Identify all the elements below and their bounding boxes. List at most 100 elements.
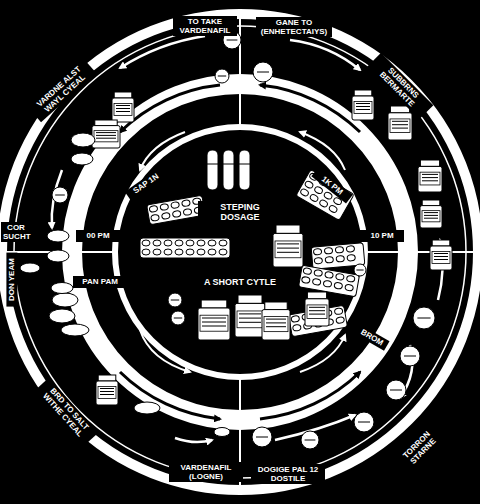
pill-bottle	[262, 302, 290, 340]
blister-pack	[140, 238, 230, 258]
blister-cell	[183, 208, 192, 215]
blister-cell	[345, 284, 354, 291]
diagram-label: A SHORT CYTLE	[198, 276, 282, 288]
blister-cell	[175, 240, 183, 246]
bottle-label	[98, 386, 116, 398]
bottle-cap	[276, 225, 300, 233]
label-line	[202, 322, 226, 323]
tablet	[215, 69, 229, 83]
tablet	[301, 431, 319, 449]
label-line	[266, 319, 286, 320]
blister-cell	[346, 246, 354, 253]
blister-cell	[197, 240, 205, 246]
tablet	[354, 264, 366, 276]
label-line	[96, 135, 116, 136]
label-line	[239, 313, 261, 314]
blister-cell	[336, 255, 344, 262]
tablet-score	[356, 270, 363, 271]
bottle-label	[264, 316, 288, 331]
label-line	[392, 128, 408, 129]
tablet	[71, 133, 95, 147]
diagram-label: PAN PAM	[73, 276, 127, 287]
blister-cell	[142, 240, 150, 246]
tablet-score	[390, 390, 402, 391]
pill-bottle	[388, 106, 412, 140]
blister-cell	[208, 249, 216, 255]
tablet-score	[218, 76, 226, 77]
label-line	[277, 252, 299, 253]
blister-cell	[314, 269, 323, 276]
blister-cell	[219, 249, 227, 255]
pill-bottle	[96, 375, 118, 405]
tablet-score	[305, 440, 316, 441]
blister-cell	[323, 280, 332, 287]
diagram-label: GANE TO (ENHETECTAIYS)	[256, 17, 332, 37]
pill-bottle	[198, 300, 230, 340]
blister-cell	[300, 188, 310, 197]
bottle-label	[114, 103, 132, 115]
label-line	[277, 243, 299, 244]
label-line	[100, 388, 114, 389]
blister-sheet	[147, 195, 206, 224]
bottle-cap	[265, 302, 287, 310]
tablet	[47, 250, 69, 262]
blister-cell	[197, 249, 205, 255]
cycle-arrow	[300, 132, 345, 170]
bottle-label	[200, 315, 228, 331]
diagram-label: TO TAKE VARDENAFIL	[173, 16, 237, 36]
tablet	[61, 324, 89, 336]
label-line	[356, 103, 370, 104]
label-line	[116, 108, 130, 109]
label-line	[422, 180, 438, 181]
tablet	[413, 307, 435, 329]
tube-level	[207, 164, 218, 165]
bottle-cap	[238, 295, 262, 303]
bottle-label	[354, 101, 372, 113]
label-line	[96, 132, 116, 133]
diagram-label: 00 PM	[76, 230, 120, 241]
label-line	[309, 314, 325, 315]
cycle-arrow	[175, 438, 212, 442]
tablet	[47, 230, 69, 242]
tube-level	[239, 164, 250, 165]
bottle-label	[422, 211, 440, 222]
cycle-arrow	[120, 36, 205, 68]
bottle-label	[275, 241, 301, 258]
pill-bottle	[352, 90, 374, 120]
tablet	[71, 153, 93, 165]
blister-cell	[334, 308, 343, 315]
pill-bottle	[418, 160, 442, 192]
label-line	[100, 394, 114, 395]
bottle-body	[198, 308, 230, 340]
bottle-body	[96, 381, 118, 405]
blister-cell	[142, 249, 150, 255]
bottle-cap	[95, 120, 117, 126]
bottle-body	[305, 299, 329, 326]
blister-pack	[147, 195, 206, 224]
label-line	[422, 177, 438, 178]
diagram-label: COR SUCHT	[1, 222, 31, 242]
label-line	[392, 121, 408, 122]
cycle-arrow	[140, 330, 190, 372]
cycle-arrow	[300, 335, 345, 372]
test-tube	[223, 150, 234, 190]
bottle-body	[92, 126, 120, 148]
bottle-cap	[307, 292, 326, 299]
tablet	[400, 346, 420, 366]
blister-cell	[291, 315, 300, 322]
blister-cell	[312, 278, 321, 285]
bottle-cap	[354, 90, 372, 96]
tablet-score	[404, 356, 416, 357]
bottle-cap	[420, 160, 439, 166]
tablet	[168, 293, 182, 307]
tablet	[134, 402, 160, 414]
label-line	[356, 106, 370, 107]
tablet-score	[171, 300, 179, 301]
blister-cell	[347, 255, 355, 262]
blister-cell	[153, 240, 161, 246]
tablet	[354, 412, 374, 432]
pill-bottle	[420, 200, 442, 228]
bottle-label	[420, 172, 440, 185]
blister-cell	[334, 282, 343, 289]
